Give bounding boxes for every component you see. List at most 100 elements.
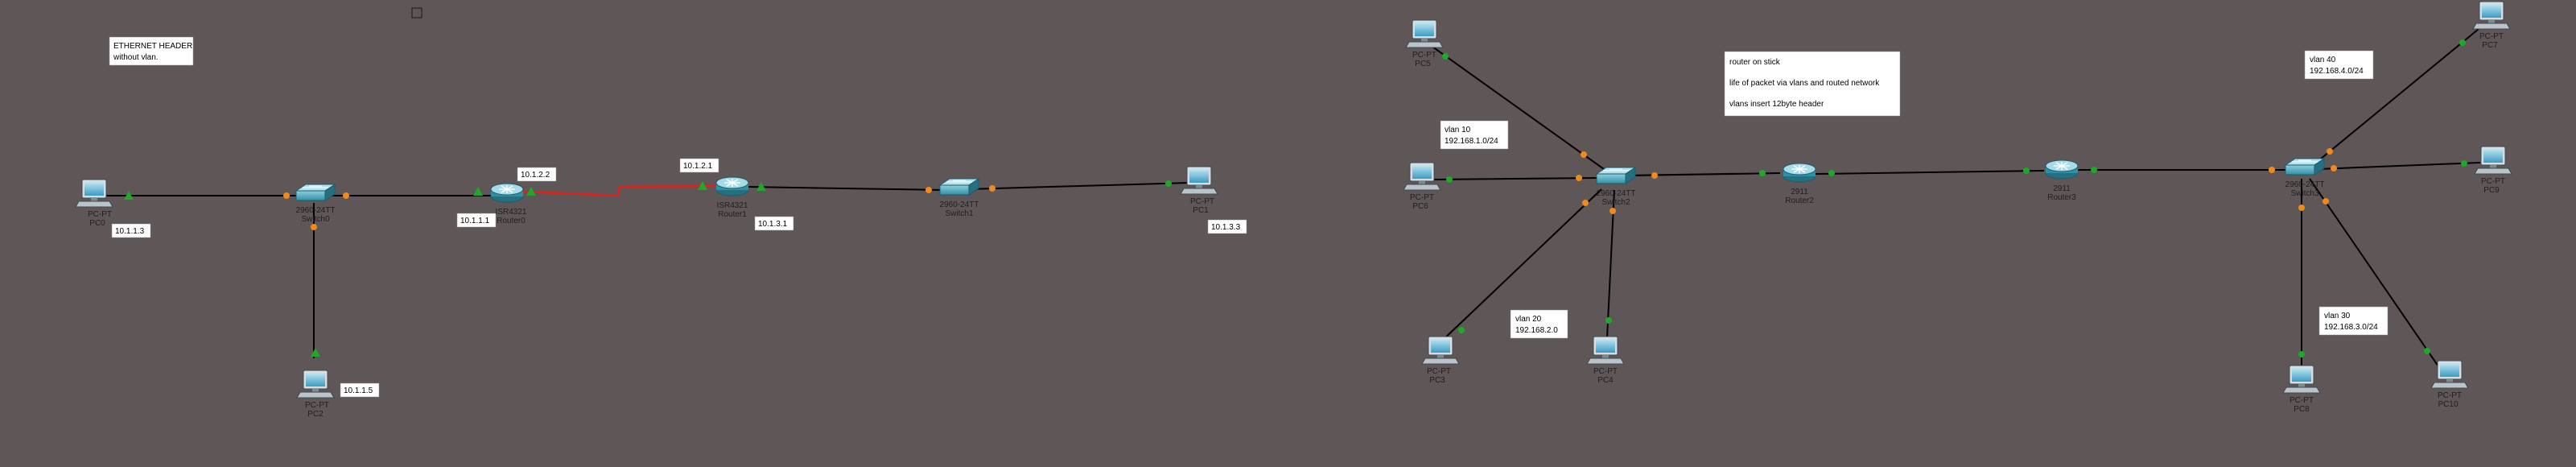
pc-icon [1403,162,1441,191]
address-label-pc0[interactable]: 10.1.1.3 [111,223,151,238]
link-switch3-pc10[interactable] [2309,178,2439,367]
note-ethernet-header[interactable]: ETHERNET HEADER without vlan. [109,36,194,66]
vlan-label-30[interactable]: vlan 30 192.168.3.0/24 [2318,306,2388,336]
device-model: 2960-24TT [2285,180,2325,189]
link-pc5-switch2[interactable] [1432,46,1605,170]
vlan-label-20[interactable]: vlan 20 192.168.2.0 [1510,309,1568,339]
port-up-indicator [1759,170,1766,176]
note-line: without vlan. [113,53,159,62]
port-pending-indicator [311,224,317,230]
port-up-indicator [2461,160,2467,167]
router-icon [1783,163,1816,183]
device-pc3[interactable]: PC-PT PC3 [1421,336,1460,385]
router-icon [2045,159,2079,180]
device-switch2[interactable]: 2960-24TT Switch2 [1596,167,1636,207]
port-up-indicator [473,187,483,196]
device-pc5[interactable]: PC-PT PC5 [1405,19,1444,68]
device-pc0[interactable]: PC-PT PC0 [75,179,113,228]
device-pc2[interactable]: PC-PT PC2 [296,370,335,419]
vlan-name: vlan 40 [2310,56,2336,64]
empty-note-box[interactable] [411,7,422,19]
switch-icon [2285,158,2325,176]
pc-icon [1586,336,1625,365]
address-label-router1-right[interactable]: 10.1.3.1 [754,216,794,231]
address-text: 10.1.3.1 [758,220,788,229]
note-line: router on stick [1729,58,1781,67]
port-pending-indicator [343,192,349,199]
port-pending-indicator [2298,205,2305,211]
note-router-on-stick[interactable]: router on stick life of packet via vlans… [1724,51,1901,117]
vlan-subnet: 192.168.4.0/24 [2310,67,2364,76]
pc-icon [2474,146,2512,175]
link-router1-switch1[interactable] [746,186,944,191]
serial-link-router0-router1[interactable] [522,184,719,197]
device-pc7[interactable]: PC-PT PC7 [2472,1,2511,50]
address-label-router0-right[interactable]: 10.1.2.2 [517,167,557,182]
address-label-router1-left[interactable]: 10.1.2.1 [679,158,719,173]
device-model: ISR4321 [717,201,748,210]
port-pending-indicator [2323,198,2329,205]
device-router2[interactable]: 2911 Router2 [1783,163,1816,205]
device-name: Router0 [497,217,526,225]
port-up-indicator [2023,167,2030,174]
port-up-indicator [526,187,536,196]
device-name: PC2 [307,410,324,419]
link-pc3-switch2[interactable] [1440,188,1602,343]
device-name: Switch0 [301,215,329,224]
address-label-router0-left[interactable]: 10.1.1.1 [456,213,497,228]
port-pending-indicator [1581,151,1587,158]
link-switch3-pc7[interactable] [2315,28,2479,163]
port-indicators [124,39,2467,357]
device-name: PC4 [1597,376,1614,385]
device-router0[interactable]: ISR4321 Router0 [490,183,527,225]
device-switch3[interactable]: 2960-24TT Switch3 [2285,158,2325,198]
address-text: 10.1.3.3 [1211,223,1241,232]
link-switch3-pc9[interactable] [2317,162,2481,170]
device-pc4[interactable]: PC-PT PC4 [1586,336,1625,385]
vlan-subnet: 192.168.3.0/24 [2324,323,2378,332]
switch-icon [939,178,979,196]
port-pending-indicator [283,192,290,199]
device-pc8[interactable]: PC-PT PC8 [2282,365,2321,414]
vlan-subnet: 192.168.2.0 [1515,326,1558,335]
link-pc4-switch2[interactable] [1606,189,1615,339]
address-label-pc2[interactable]: 10.1.1.5 [340,382,380,398]
device-model: PC-PT [1427,367,1451,376]
address-label-pc1[interactable]: 10.1.3.3 [1207,219,1247,234]
port-pending-indicator [1609,208,1616,214]
link-switch1-pc1[interactable] [967,182,1190,190]
device-switch1[interactable]: 2960-24TT Switch1 [939,178,979,218]
vlan-label-40[interactable]: vlan 40 192.168.4.0/24 [2304,50,2374,80]
device-pc1[interactable]: PC-PT PC1 [1180,166,1218,215]
pc-icon [1180,166,1218,195]
pc-icon [1405,19,1444,48]
port-up-indicator [124,191,134,200]
device-pc9[interactable]: PC-PT PC9 [2474,146,2512,195]
link-router2-router3[interactable] [1815,170,2045,175]
link-switch2-router2[interactable] [1625,172,1781,176]
port-pending-indicator [2327,148,2333,155]
device-model: PC-PT [1593,367,1618,376]
device-model: PC-PT [2479,32,2504,41]
vlan-label-10[interactable]: vlan 10 192.168.1.0/24 [1440,120,1509,150]
port-pending-indicator [2269,167,2275,173]
device-pc10[interactable]: PC-PT PC10 [2430,360,2469,409]
device-name: PC6 [1412,202,1428,211]
device-name: Switch3 [2290,189,2318,198]
device-pc6[interactable]: PC-PT PC6 [1403,162,1441,211]
device-router3[interactable]: 2911 Router3 [2045,159,2079,202]
device-router1[interactable]: ISR4321 Router1 [715,176,749,219]
device-model: PC-PT [305,401,329,410]
device-model: 2911 [2053,184,2071,193]
device-model: PC-PT [1412,51,1436,60]
device-model: PC-PT [1190,197,1214,206]
device-switch0[interactable]: 2960-24TT Switch0 [295,184,336,224]
device-model: PC-PT [2438,391,2462,400]
device-name: PC9 [2483,186,2500,195]
port-up-indicator [2298,351,2305,357]
port-up-indicator [1165,180,1172,187]
link-pc6-switch2[interactable] [1432,177,1598,180]
links [106,28,2481,372]
port-up-indicator [311,348,320,357]
router-icon [715,176,749,196]
